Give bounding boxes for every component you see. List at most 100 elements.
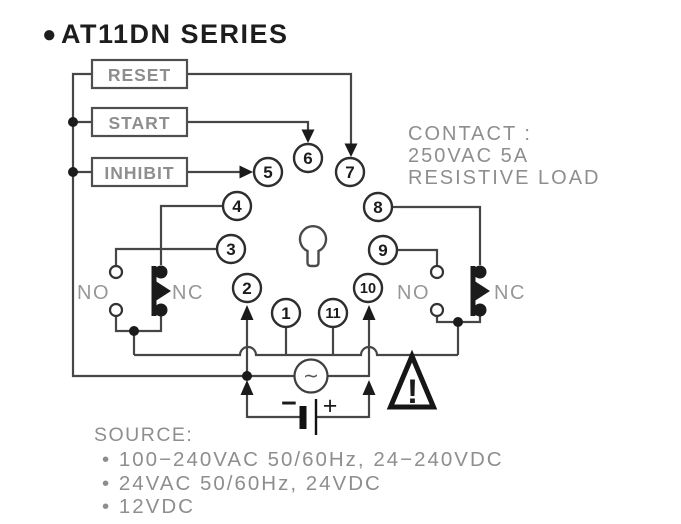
- terminal-10-circle: [352, 272, 384, 304]
- terminal-4-number: 4: [232, 197, 242, 216]
- arrow-to-terminal-10-icon: [362, 305, 376, 320]
- junction-start: [68, 117, 78, 127]
- page-title: AT11DN SERIES: [61, 19, 289, 49]
- terminal-5-number: 5: [263, 163, 272, 182]
- warning-triangle-icon: [386, 349, 438, 410]
- junction-left-contact: [129, 326, 139, 336]
- contact-labels: NO NC NO NC: [77, 282, 526, 304]
- left-no-top-contact-icon: [108, 264, 124, 280]
- terminal-1-circle: [270, 297, 302, 329]
- terminal-7-number: 7: [345, 163, 354, 182]
- left-no-label: NO: [77, 282, 110, 304]
- terminal-9: 9: [367, 234, 399, 266]
- inhibit-box: [90, 156, 189, 188]
- wire-reset-to-7: [187, 72, 353, 144]
- arrow-layer: [239, 129, 376, 395]
- wire-layer: [71, 72, 482, 419]
- right-nc-label: NC: [494, 282, 526, 304]
- arrow-battery-left-icon: [240, 380, 254, 395]
- source-option-3: • 12VDC: [102, 495, 195, 518]
- contact-rating-line-2: 250VAC 5A: [408, 145, 529, 167]
- battery-plus-label: +: [323, 392, 338, 420]
- arrow-battery-right-icon: [362, 380, 376, 395]
- arrow-to-terminal-7-icon: [344, 143, 358, 157]
- terminal-3: 3: [215, 233, 247, 265]
- start-label: START: [108, 113, 170, 133]
- right-nc-wiper-icon: [473, 280, 490, 302]
- junction-right-contact: [453, 317, 463, 327]
- source-option-1: • 100−240VAC 50/60Hz, 24−240VDC: [102, 448, 504, 471]
- terminal-4: 4: [221, 190, 253, 222]
- terminal-8-circle: [362, 191, 394, 223]
- left-relay-contact: [108, 264, 171, 318]
- arrow-to-terminal-5-icon: [239, 165, 253, 179]
- warning-exclamation: !: [407, 373, 418, 411]
- terminal-7-circle: [334, 156, 366, 188]
- start-box: [90, 106, 189, 138]
- terminal-5-circle: [252, 156, 284, 188]
- right-nc-top-contact-icon: [473, 265, 487, 279]
- terminal-9-circle: [367, 234, 399, 266]
- reset-label: RESET: [108, 65, 171, 85]
- wire-contact-common-line: [134, 345, 458, 357]
- control-inputs: RESET START INHIBIT: [90, 58, 189, 188]
- left-nc-bottom-contact-icon: [154, 303, 168, 317]
- contact-rating-note: CONTACT : 250VAC 5A RESISTIVE LOAD: [408, 123, 601, 189]
- right-no-top-contact-icon: [429, 264, 445, 280]
- terminal-10: 10: [352, 272, 384, 304]
- terminal-8: 8: [362, 191, 394, 223]
- power-symbols: ∼ − + !: [281, 349, 438, 435]
- wire-8-to-right-nc: [392, 205, 482, 265]
- wire-4-to-left-nc: [159, 204, 223, 265]
- terminal-11: 11: [317, 297, 349, 329]
- wire-left-contact-bottoms: [114, 316, 163, 333]
- ac-source-symbol: ∼: [303, 366, 319, 387]
- terminal-9-number: 9: [378, 241, 387, 260]
- left-nc-wiper-icon: [154, 280, 171, 302]
- wire-start-to-6: [187, 120, 310, 131]
- wire-left-rail: [71, 72, 247, 378]
- junction-inhibit: [68, 167, 78, 177]
- terminal-3-circle: [215, 233, 247, 265]
- series-bullet-icon: ●: [42, 21, 57, 48]
- terminal-layer: 1 2 3 4 5 6 7 8 9 10 11: [215, 142, 399, 329]
- contact-rating-line-1: CONTACT :: [408, 123, 532, 145]
- socket-key-icon: [298, 225, 328, 268]
- battery-minus-label: −: [281, 388, 297, 418]
- terminal-6-circle: [292, 142, 324, 174]
- terminal-11-number: 11: [325, 306, 340, 322]
- right-nc-bottom-contact-icon: [473, 303, 487, 317]
- contact-rating-line-3: RESISTIVE LOAD: [408, 167, 601, 189]
- junction-layer: [68, 117, 463, 381]
- terminal-8-number: 8: [373, 198, 382, 217]
- terminal-2: 2: [231, 272, 263, 304]
- left-no-bottom-contact-icon: [108, 302, 124, 318]
- terminal-2-number: 2: [242, 279, 251, 298]
- arrow-to-terminal-2-icon: [240, 305, 254, 320]
- inhibit-label: INHIBIT: [104, 163, 174, 183]
- reset-box: [90, 58, 189, 90]
- right-relay-contact: [429, 264, 490, 318]
- arrow-to-terminal-6-icon: [301, 129, 315, 143]
- wire-3-to-left-no: [114, 247, 217, 266]
- terminal-7: 7: [334, 156, 366, 188]
- source-note: SOURCE: • 100−240VAC 50/60Hz, 24−240VDC …: [94, 424, 504, 518]
- wire-9-to-right-no: [397, 248, 439, 266]
- terminal-1: 1: [270, 297, 302, 329]
- terminal-6-number: 6: [303, 149, 312, 168]
- terminal-1-number: 1: [281, 304, 290, 323]
- terminal-3-number: 3: [226, 240, 235, 259]
- source-heading: SOURCE:: [94, 424, 193, 446]
- right-no-bottom-contact-icon: [429, 302, 445, 318]
- source-option-2: • 24VAC 50/60Hz, 24VDC: [102, 472, 382, 495]
- left-nc-top-contact-icon: [154, 265, 168, 279]
- junction-source: [242, 371, 252, 381]
- ac-source-icon: [293, 358, 329, 394]
- terminal-6: 6: [292, 142, 324, 174]
- terminal-10-number: 10: [360, 281, 376, 297]
- terminal-11-circle: [317, 297, 349, 329]
- terminal-5: 5: [252, 156, 284, 188]
- left-nc-label: NC: [172, 282, 204, 304]
